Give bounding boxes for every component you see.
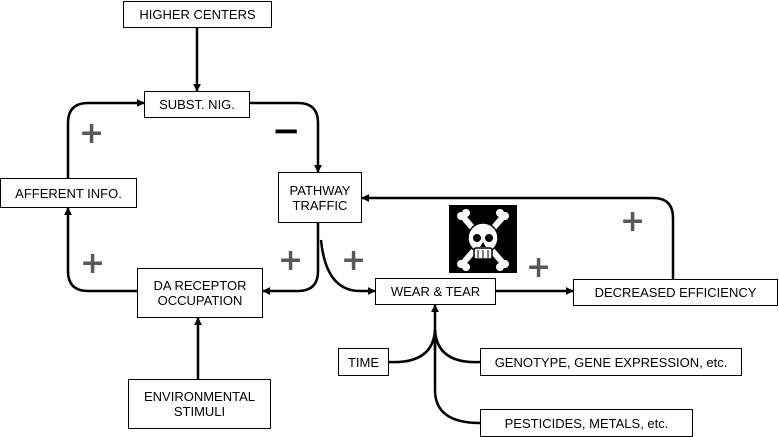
line-time-to-trunk [388, 329, 437, 364]
node-pathway-traffic-line1: PATHWAY [289, 182, 351, 198]
node-environmental-stimuli-line2: STIMULI [173, 404, 226, 419]
node-wear-and-tear-label: WEAR & TEAR [390, 284, 481, 299]
node-da-receptor-occupation: DA RECEPTOR OCCUPATION [137, 268, 263, 318]
arrow-afferent-to-subst [66, 99, 145, 178]
sign-pathway-to-da: + [278, 243, 304, 278]
node-wear-and-tear: WEAR & TEAR [375, 278, 496, 305]
node-afferent-info-label: AFFERENT INFO. [15, 185, 122, 201]
sign-pathway-to-wear: + [341, 243, 367, 278]
sign-decreased-to-pathway: + [620, 204, 646, 239]
node-higher-centers: HIGHER CENTERS [123, 1, 272, 28]
node-decreased-efficiency-label: DECREASED EFFICIENCY [594, 285, 757, 300]
arrow-decreased-to-pathway [361, 194, 675, 279]
node-pathway-traffic-line2: TRAFFIC [292, 197, 348, 213]
node-da-receptor-line1: DA RECEPTOR [153, 278, 247, 293]
sign-wear-to-decreased: + [526, 250, 552, 285]
skull-and-crossbones-icon [449, 205, 517, 273]
sign-da-to-afferent: + [80, 246, 106, 281]
sign-afferent-to-subst: + [79, 116, 105, 151]
node-genotype: GENOTYPE, GENE EXPRESSION, etc. [480, 348, 742, 376]
arrow-da-to-afferent [64, 207, 137, 293]
node-genotype-label: GENOTYPE, GENE EXPRESSION, etc. [494, 354, 728, 370]
node-afferent-info: AFFERENT INFO. [0, 178, 137, 208]
arrow-pathway-to-wear [319, 239, 376, 295]
node-pesticides-label: PESTICIDES, METALS, etc. [504, 415, 669, 431]
node-environmental-stimuli-line1: ENVIRONMENTAL [144, 389, 255, 404]
node-environmental-stimuli: ENVIRONMENTAL STIMULI [128, 379, 271, 429]
line-genotype-to-trunk [433, 329, 481, 364]
node-time-label: TIME [347, 354, 380, 370]
line-pesticides-to-trunk [433, 330, 481, 425]
node-pathway-traffic: PATHWAY TRAFFIC [278, 172, 362, 223]
node-time: TIME [338, 348, 389, 376]
arrow-subst-to-pathway [250, 101, 322, 173]
node-subst-nig: SUBST. NIG. [144, 91, 250, 118]
sign-subst-to-pathway: − [272, 111, 301, 151]
node-decreased-efficiency: DECREASED EFFICIENCY [573, 279, 778, 306]
node-da-receptor-line2: OCCUPATION [157, 293, 243, 308]
node-pesticides: PESTICIDES, METALS, etc. [480, 409, 693, 437]
arrow-pathway-to-da [262, 223, 320, 295]
node-higher-centers-label: HIGHER CENTERS [139, 7, 256, 22]
node-subst-nig-label: SUBST. NIG. [159, 97, 235, 112]
